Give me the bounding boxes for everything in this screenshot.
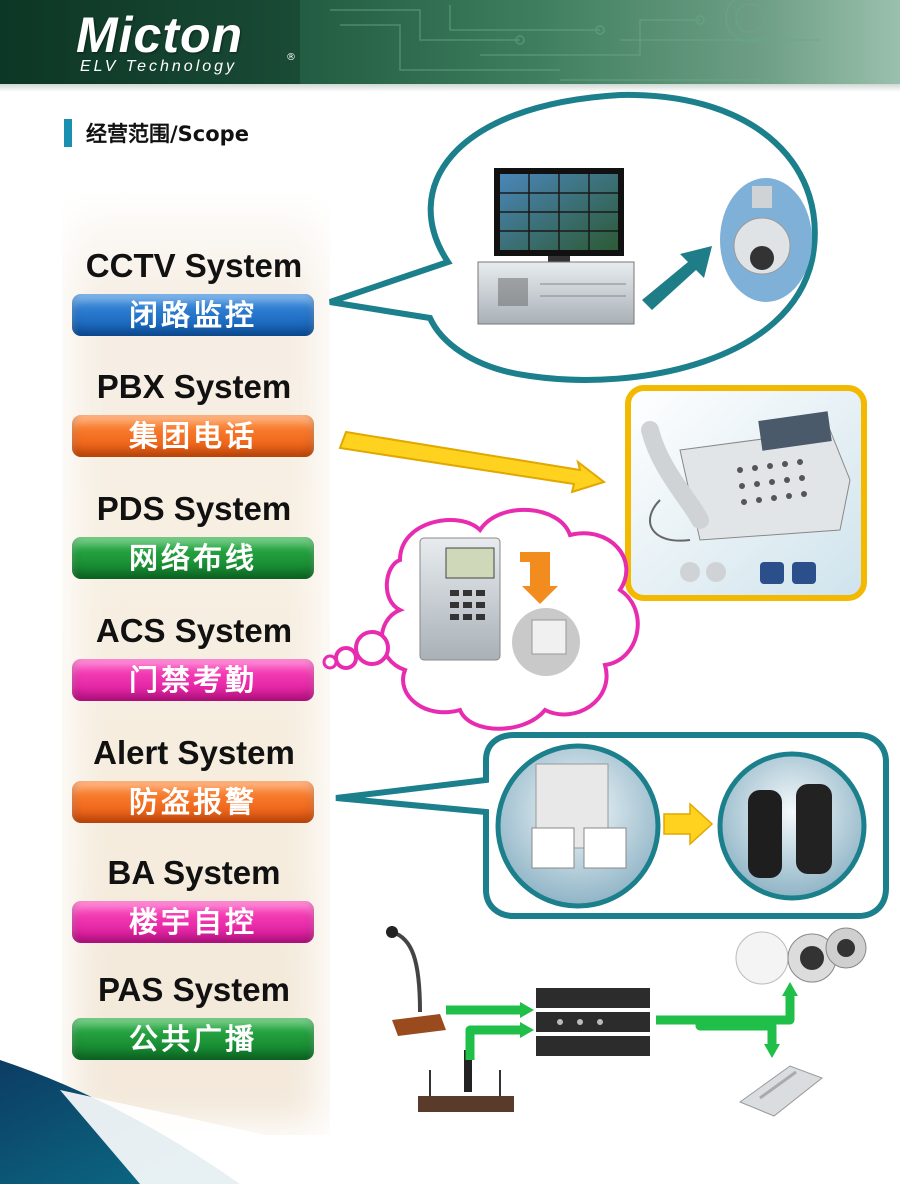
arrow-icon: [663, 802, 714, 846]
system-pbx: PBX System 集团电话: [72, 367, 316, 457]
ceiling-speaker-icon: [735, 927, 867, 985]
system-name-en: BA System: [107, 854, 281, 891]
section-title: 经营范围/Scope: [86, 122, 249, 146]
system-pds: PDS System 网络布线: [72, 489, 316, 579]
door-lock-icon: [512, 608, 580, 676]
system-name-en: PAS System: [98, 971, 290, 1008]
system-alert: Alert System 防盗报警: [72, 733, 316, 823]
system-name-en: PBX System: [96, 368, 292, 405]
system-name-cn: 公共广播: [72, 1018, 314, 1060]
acs-thought-cloud: [322, 508, 640, 731]
header-divider: [0, 84, 900, 92]
pas-diagram: [386, 926, 867, 1117]
section-heading: 经营范围/Scope: [64, 118, 249, 148]
brand-logo: Micton: [76, 7, 244, 63]
system-name-en: CCTV System: [85, 247, 303, 284]
system-name-cn: 楼宇自控: [72, 901, 314, 943]
brand-tagline: ELV Technology: [80, 58, 238, 75]
system-pas: PAS System 公共广播: [72, 970, 316, 1060]
dome-camera-icon: [720, 178, 812, 302]
pbx-panel: [625, 385, 867, 601]
corner-wedge: [0, 1060, 380, 1184]
system-name-cn: 网络布线: [72, 537, 314, 579]
section-accent-bar: [64, 119, 72, 147]
header-banner: [0, 0, 900, 92]
system-cctv: CCTV System 闭路监控: [72, 246, 316, 336]
arrow-icon: [520, 552, 558, 604]
system-name-en: ACS System: [95, 612, 293, 649]
cctv-monitor-icon: [477, 168, 635, 325]
wireless-mic-icon: [418, 1050, 514, 1112]
system-ba: BA System 楼宇自控: [72, 853, 316, 943]
microphone-icon: [386, 926, 446, 1036]
registered-mark: ®: [286, 52, 296, 63]
system-name-en: PDS System: [96, 490, 292, 527]
alert-bubble: [335, 732, 889, 919]
telephone-icon: [641, 411, 851, 542]
wall-speaker-icon: [738, 1065, 824, 1117]
arrow-icon: [642, 246, 712, 310]
alarm-panel-icon: [531, 763, 627, 869]
system-name-cn: 防盗报警: [72, 781, 314, 823]
amplifier-icon: [536, 988, 650, 1056]
system-name-cn: 闭路监控: [72, 294, 314, 336]
system-name-en: Alert System: [93, 734, 295, 771]
beam-detector-icon: [748, 784, 832, 878]
yellow-arrow: [338, 430, 607, 494]
system-acs: ACS System 门禁考勤: [72, 611, 316, 701]
system-name-cn: 门禁考勤: [72, 659, 314, 701]
system-name-cn: 集团电话: [72, 415, 314, 457]
access-terminal-icon: [419, 537, 501, 661]
circuit-pattern: [0, 0, 820, 92]
cctv-bubble: [329, 91, 818, 383]
